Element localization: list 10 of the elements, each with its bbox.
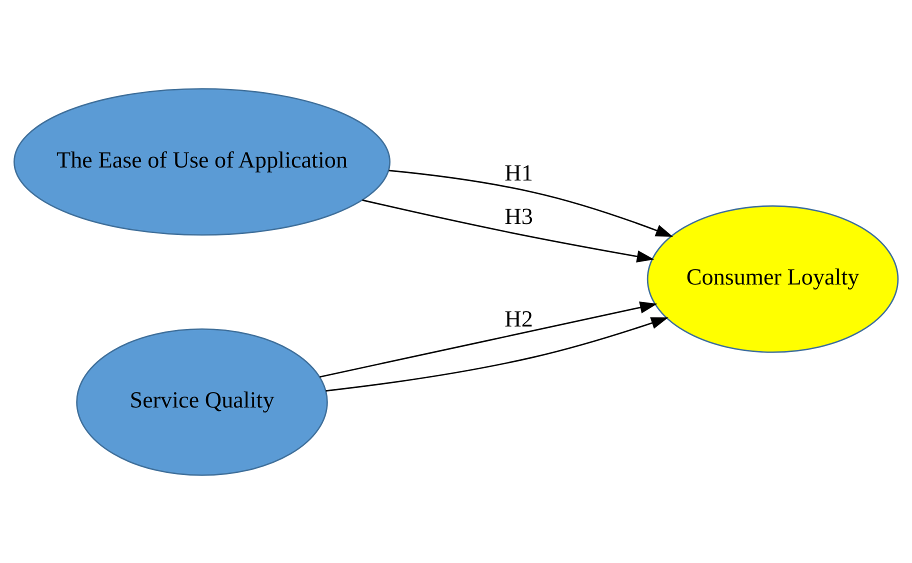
edge-label: H3 <box>504 203 533 230</box>
arrow <box>320 301 658 378</box>
edge-label: H2 <box>504 306 533 332</box>
arrow <box>388 169 674 236</box>
node-ellipse: Consumer Loyalty <box>646 204 899 352</box>
node-ellipse: Service Quality <box>76 328 328 476</box>
arrow <box>362 198 654 262</box>
arrow <box>326 316 668 392</box>
edge-label: H1 <box>504 160 533 186</box>
node-ellipse: The Ease of Use of Application <box>14 88 391 236</box>
